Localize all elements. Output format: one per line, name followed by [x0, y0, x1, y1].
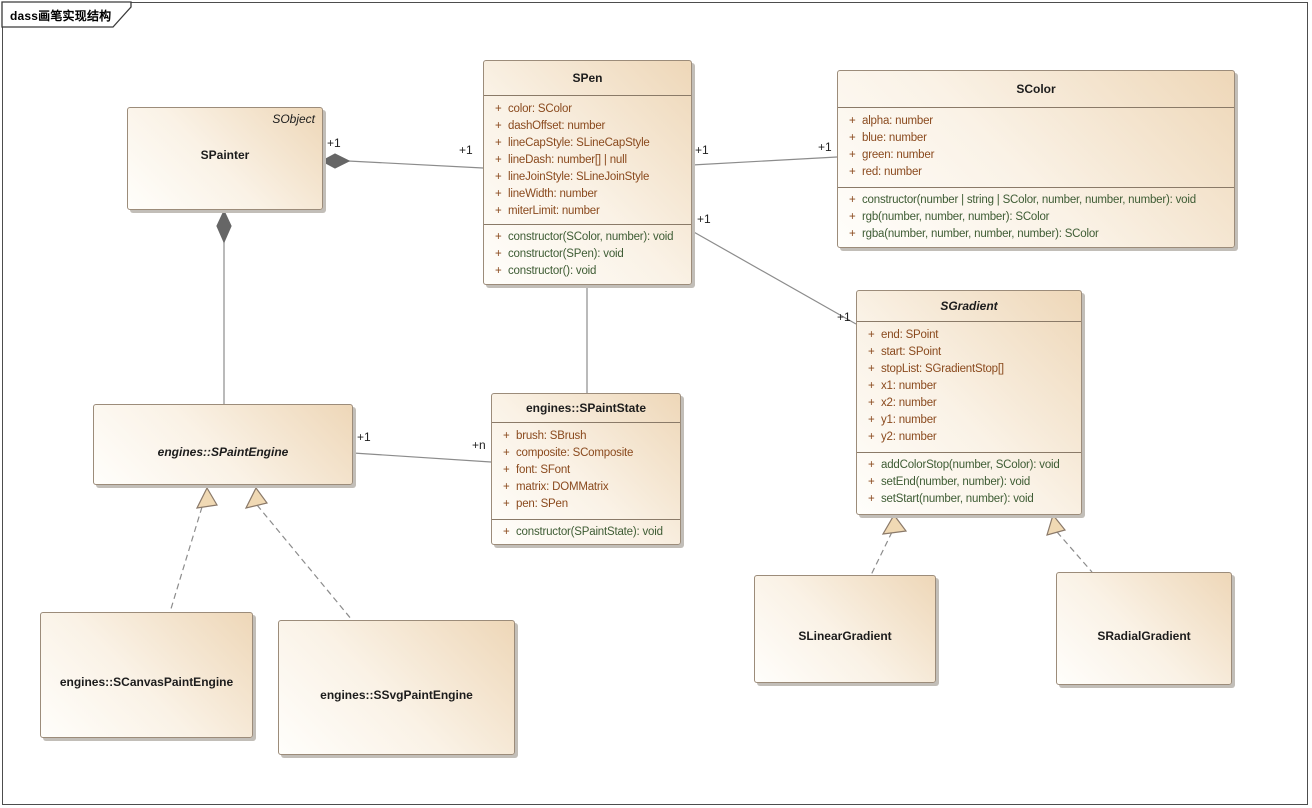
attribute-row: +lineWidth: number — [495, 188, 598, 200]
attribute-row: +font: SFont — [503, 464, 571, 476]
attribute-row: +y2: number — [868, 431, 937, 443]
generalization-slineargradient-sgradient[interactable] — [870, 513, 908, 576]
attribute-row: +x1: number — [868, 380, 937, 392]
association-spaintengine-spaintstate[interactable] — [352, 452, 492, 463]
attribute-row: +x2: number — [868, 397, 937, 409]
attribute-row: +brush: SBrush — [503, 430, 587, 442]
class-spaintstate-attributes: +brush: SBrush +composite: SComposite +f… — [492, 422, 680, 519]
method-row: +constructor(SColor, number): void — [495, 231, 674, 243]
method-row: +addColorStop(number, SColor): void — [868, 459, 1060, 471]
attribute-row: +lineDash: number[] | null — [495, 154, 627, 166]
attribute-row: +miterLimit: number — [495, 205, 600, 217]
attribute-row: +color: SColor — [495, 103, 572, 115]
class-spainter-annotation: SObject — [272, 112, 315, 126]
method-row: +setEnd(number, number): void — [868, 476, 1031, 488]
multiplicity-spen-right-end: +1 — [695, 143, 709, 157]
class-scanvaspaintengine-title: engines::SCanvasPaintEngine — [59, 675, 234, 689]
attribute-row: +end: SPoint — [868, 329, 939, 341]
class-sgradient-title: SGradient — [940, 299, 998, 313]
attribute-row: +green: number — [849, 149, 935, 161]
class-scolor-methods: +constructor(number | string | SColor, n… — [838, 187, 1234, 247]
class-spen[interactable]: SPen +color: SColor +dashOffset: number … — [483, 60, 692, 285]
multiplicity-spainter-end: +1 — [327, 136, 341, 150]
class-scolor-attributes: +alpha: number +blue: number +green: num… — [838, 107, 1234, 187]
association-spen-sgradient[interactable] — [691, 230, 857, 325]
multiplicity-sgradient-end: +1 — [837, 310, 851, 324]
attribute-row: +start: SPoint — [868, 346, 942, 358]
attribute-row: +composite: SComposite — [503, 447, 634, 459]
generalization-scanvaspaintengine-spaintengine[interactable] — [169, 486, 218, 613]
composition-spainter-spaintengine[interactable] — [216, 209, 232, 404]
generalization-ssvgpaintengine-spaintengine[interactable] — [244, 486, 353, 621]
method-row: +constructor(number | string | SColor, n… — [849, 194, 1196, 206]
attribute-row: +lineCapStyle: SLineCapStyle — [495, 137, 650, 149]
attribute-row: +dashOffset: number — [495, 120, 606, 132]
class-spaintengine[interactable]: engines::SPaintEngine — [93, 404, 353, 485]
class-spaintengine-title: engines::SPaintEngine — [157, 444, 289, 459]
class-spaintstate-methods: +constructor(SPaintState): void — [492, 519, 680, 544]
multiplicity-spen-left-end: +1 — [459, 143, 473, 157]
class-sgradient[interactable]: SGradient +end: SPoint +start: SPoint +s… — [856, 290, 1082, 515]
attribute-row: +y1: number — [868, 414, 937, 426]
composition-spainter-spen[interactable] — [320, 153, 484, 169]
multiplicity-spaintengine-end: +1 — [357, 430, 371, 444]
attribute-row: +red: number — [849, 166, 922, 178]
class-ssvgpaintengine[interactable]: engines::SSvgPaintEngine — [278, 620, 515, 755]
class-scolor[interactable]: SColor +alpha: number +blue: number +gre… — [837, 70, 1235, 248]
method-row: +constructor(): void — [495, 265, 597, 277]
multiplicity-spen-gradient-end: +1 — [697, 212, 711, 226]
attribute-row: +blue: number — [849, 132, 927, 144]
multiplicity-scolor-end: +1 — [818, 140, 832, 154]
class-spen-title: SPen — [572, 71, 603, 85]
class-spainter-title: SPainter — [200, 148, 250, 162]
class-scanvaspaintengine[interactable]: engines::SCanvasPaintEngine — [40, 612, 253, 738]
class-spen-attributes: +color: SColor +dashOffset: number +line… — [484, 95, 691, 224]
attribute-row: +lineJoinStyle: SLineJoinStyle — [495, 171, 650, 183]
attribute-row: +stopList: SGradientStop[] — [868, 363, 1004, 375]
method-row: +rgba(number, number, number, number): S… — [849, 228, 1099, 240]
attribute-row: +matrix: DOMMatrix — [503, 481, 609, 493]
class-sradialgradient[interactable]: SRadialGradient — [1056, 572, 1232, 685]
class-sradialgradient-title: SRadialGradient — [1097, 628, 1191, 643]
generalization-sradialgradient-sgradient[interactable] — [1046, 513, 1093, 573]
class-spainter[interactable]: SObject SPainter — [127, 107, 323, 210]
class-spaintstate[interactable]: engines::SPaintState +brush: SBrush +com… — [491, 393, 681, 545]
class-sgradient-attributes: +end: SPoint +start: SPoint +stopList: S… — [857, 321, 1081, 452]
class-ssvgpaintengine-title: engines::SSvgPaintEngine — [320, 687, 473, 702]
method-row: +setStart(number, number): void — [868, 493, 1034, 505]
method-row: +rgb(number, number, number): SColor — [849, 211, 1050, 223]
association-spen-scolor[interactable] — [691, 156, 838, 166]
method-row: +constructor(SPen): void — [495, 248, 624, 260]
class-scolor-title: SColor — [1016, 82, 1056, 96]
class-spaintstate-title: engines::SPaintState — [525, 401, 647, 415]
class-sgradient-methods: +addColorStop(number, SColor): void +set… — [857, 452, 1081, 514]
class-slineargradient-title: SLinearGradient — [798, 629, 892, 643]
method-row: +constructor(SPaintState): void — [503, 526, 663, 538]
class-spen-methods: +constructor(SColor, number): void +cons… — [484, 224, 691, 284]
attribute-row: +alpha: number — [849, 115, 933, 127]
frame-tab-label: dass画笔实现结构 — [10, 9, 112, 23]
multiplicity-spaintstate-end: +n — [472, 438, 486, 452]
class-slineargradient[interactable]: SLinearGradient — [754, 575, 936, 683]
attribute-row: +pen: SPen — [503, 498, 568, 510]
